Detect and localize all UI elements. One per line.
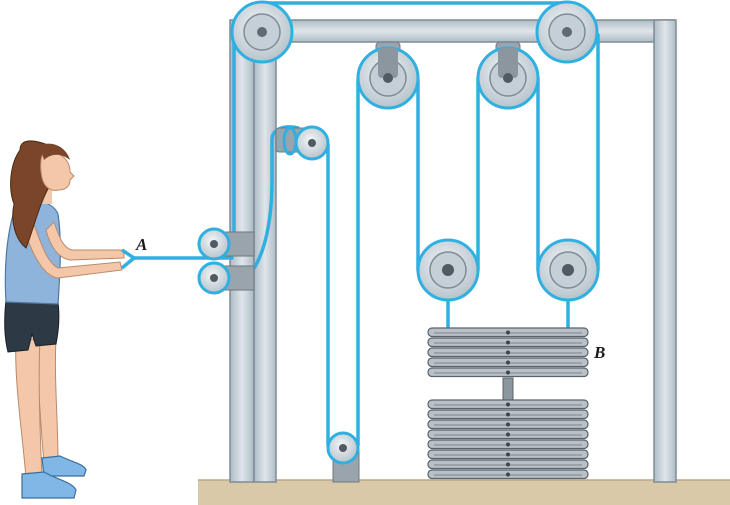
weight-plate-pin — [506, 360, 510, 365]
weight-plate-pin — [506, 402, 510, 407]
pulley-upper-1 — [356, 41, 420, 110]
pulley-lower-1 — [416, 238, 480, 302]
weight-plate-pin — [506, 432, 510, 437]
person-shorts — [4, 299, 60, 353]
pulley-side-small — [275, 125, 330, 161]
pulley-upper-2 — [476, 41, 540, 110]
weight-plate-pin — [506, 472, 510, 477]
weight-plate-pin — [506, 462, 510, 467]
label-handle-A: A — [135, 235, 147, 254]
weight-plate-pin — [506, 422, 510, 427]
cable — [132, 1, 600, 447]
pulley-handle-upper — [197, 227, 255, 261]
weight-plate-pin — [506, 330, 510, 335]
person-back-shoe — [41, 455, 87, 477]
label-weight-B: B — [593, 343, 605, 362]
handle-A — [120, 248, 136, 270]
stack-rod — [502, 377, 514, 401]
person-arm-front — [21, 213, 123, 279]
person-front-shoe — [21, 471, 77, 499]
person — [4, 140, 125, 499]
pulley-handle-lower — [197, 261, 255, 295]
pulley-bottom — [326, 431, 360, 483]
person-face — [40, 151, 75, 191]
person-arm-back — [45, 221, 125, 261]
weight-plate-pin — [506, 370, 510, 375]
pulley-top-right — [535, 0, 599, 64]
weight-plate-pin — [506, 340, 510, 345]
weight-plate-pin — [506, 412, 510, 417]
weight-plate-pin — [506, 350, 510, 355]
pulley-top-left — [230, 0, 294, 64]
floor — [198, 480, 730, 505]
weight-plate-pin — [506, 442, 510, 447]
weight-plate-pin — [506, 452, 510, 457]
weight-stack-upper — [427, 327, 589, 378]
pulley-lower-2 — [536, 238, 600, 302]
weight-stack-lower — [427, 399, 589, 480]
person-front-leg — [15, 337, 43, 479]
